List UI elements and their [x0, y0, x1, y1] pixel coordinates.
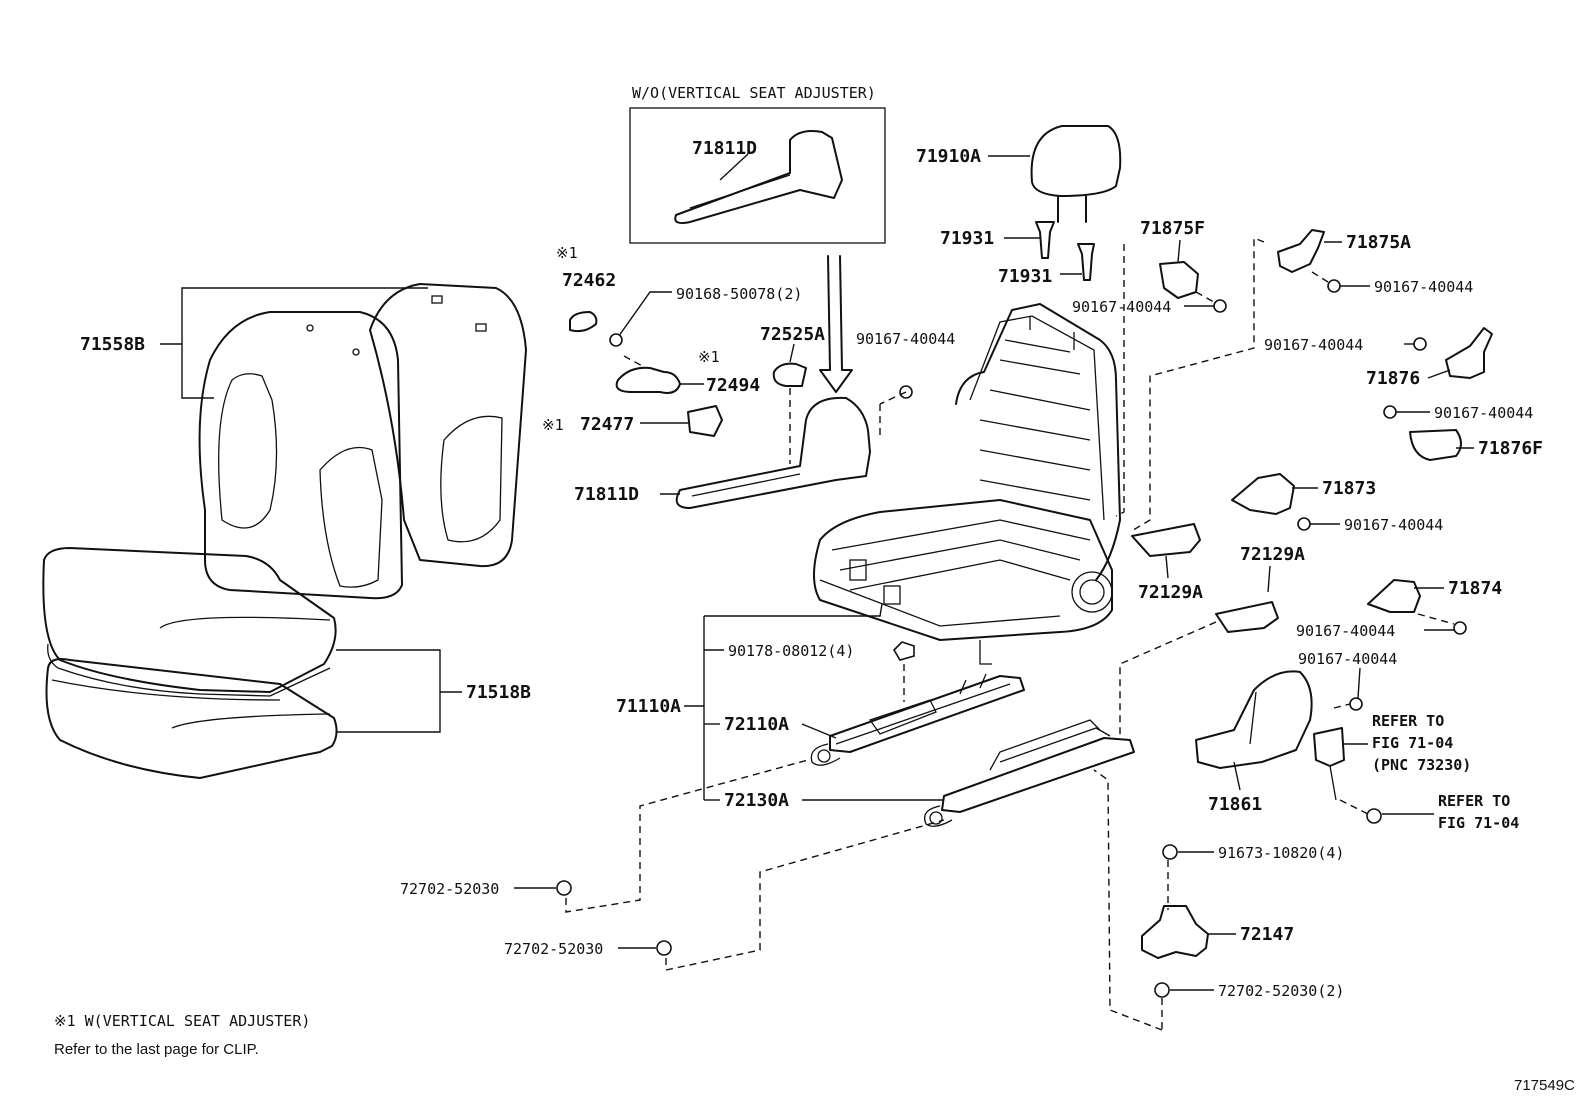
- label-71931-b: 71931: [998, 266, 1052, 287]
- label-90167-40044-c: 90167-40044: [1374, 278, 1473, 296]
- refer1-line1: REFER TO: [1372, 712, 1444, 730]
- cover-72129A-a-part: [1131, 523, 1201, 557]
- bolt-72702-a: [556, 880, 572, 896]
- bracket-72147-part: [1141, 905, 1209, 959]
- mark-72477: ※1: [542, 416, 564, 434]
- bolt-90167-d: [1413, 337, 1427, 351]
- bolt-72702-c: [1154, 982, 1170, 998]
- cover-71874-part: [1367, 579, 1421, 613]
- label-90168-50078: 90168-50078(2): [676, 285, 802, 303]
- label-71861: 71861: [1208, 794, 1262, 815]
- label-71110A: 71110A: [616, 696, 681, 717]
- label-71518B: 71518B: [466, 682, 531, 703]
- cover-71876F-part: [1409, 429, 1462, 461]
- support-71931-b-part: [1077, 243, 1095, 281]
- buckle-part: [1313, 727, 1345, 767]
- cover-71861-part: [1195, 670, 1313, 769]
- label-71875F: 71875F: [1140, 218, 1205, 239]
- label-71931-a: 71931: [940, 228, 994, 249]
- seatback-cover-part: [198, 283, 527, 600]
- seat-frame-part: [813, 303, 1121, 665]
- label-72702-52030-c: 72702-52030(2): [1218, 982, 1344, 1000]
- label-72702-52030-a: 72702-52030: [400, 880, 499, 898]
- label-71876: 71876: [1366, 368, 1420, 389]
- label-71558B: 71558B: [80, 334, 145, 355]
- footnote-line1: ※1 W(VERTICAL SEAT ADJUSTER): [54, 1012, 310, 1030]
- support-71931-a-part: [1035, 221, 1055, 259]
- figure-code: 717549C: [1514, 1077, 1575, 1094]
- label-90167-40044-e: 90167-40044: [1434, 404, 1533, 422]
- rail-72130A-part: [923, 719, 1135, 827]
- bolt-90168: [609, 333, 623, 347]
- rail-72110A-part: [810, 673, 1025, 766]
- mark-72494: ※1: [698, 348, 720, 366]
- cover-71875A-part: [1277, 229, 1325, 273]
- headrest-part: [1030, 125, 1122, 197]
- bracket-72525A-part: [772, 362, 807, 387]
- label-71876F: 71876F: [1478, 438, 1543, 459]
- label-90167-40044-h: 90167-40044: [1298, 650, 1397, 668]
- label-72130A: 72130A: [724, 790, 789, 811]
- bolt-91673: [1162, 844, 1178, 860]
- label-71875A: 71875A: [1346, 232, 1411, 253]
- mark-72462: ※1: [556, 244, 578, 262]
- footnote-line2: Refer to the last page for CLIP.: [54, 1041, 259, 1058]
- inset-arrow: [819, 255, 853, 393]
- label-90167-40044-b: 90167-40044: [1072, 298, 1171, 316]
- label-71874: 71874: [1448, 578, 1502, 599]
- nut-90178: [892, 641, 915, 661]
- label-91673-10820: 91673-10820(4): [1218, 844, 1344, 862]
- label-71811D: 71811D: [574, 484, 639, 505]
- side-shield-71811D-part: [675, 396, 871, 509]
- label-90178-08012: 90178-08012(4): [728, 642, 854, 660]
- label-90167-40044-a: 90167-40044: [856, 330, 955, 348]
- label-71910A: 71910A: [916, 146, 981, 167]
- refer2-line2: FIG 71-04: [1438, 814, 1519, 832]
- knob-cap-part: [569, 311, 598, 333]
- refer2-line1: REFER TO: [1438, 792, 1510, 810]
- inset-part-label: 71811D: [692, 138, 757, 159]
- cover-71876-part: [1445, 327, 1493, 379]
- bolt-72702-b: [656, 940, 672, 956]
- label-72702-52030-b: 72702-52030: [504, 940, 603, 958]
- cover-71875F-part: [1159, 261, 1199, 299]
- bolt-90167-f: [1297, 517, 1311, 531]
- label-90167-40044-g: 90167-40044: [1296, 622, 1395, 640]
- label-72147: 72147: [1240, 924, 1294, 945]
- bolt-90167-e: [1383, 405, 1397, 419]
- cushion-cover-part: [42, 547, 338, 779]
- label-72525A: 72525A: [760, 324, 825, 345]
- side-shield-inset-part: [674, 130, 843, 225]
- clip-72477-part: [687, 405, 723, 437]
- cover-72129A-b-part: [1215, 601, 1279, 633]
- refer1-line2: FIG 71-04: [1372, 734, 1453, 752]
- bolt-90167-b: [1213, 299, 1227, 313]
- lever-72494-part: [615, 366, 681, 394]
- label-71873: 71873: [1322, 478, 1376, 499]
- label-72129A-a: 72129A: [1138, 582, 1203, 603]
- label-72110A: 72110A: [724, 714, 789, 735]
- label-90167-40044-f: 90167-40044: [1344, 516, 1443, 534]
- label-72494: 72494: [706, 375, 760, 396]
- label-72477: 72477: [580, 414, 634, 435]
- inset-caption: W/O(VERTICAL SEAT ADJUSTER): [632, 84, 876, 102]
- label-72462: 72462: [562, 270, 616, 291]
- bolt-90167-h: [1349, 697, 1363, 711]
- bolt-90167-c: [1327, 279, 1341, 293]
- label-90167-40044-d: 90167-40044: [1264, 336, 1363, 354]
- refer1-line3: (PNC 73230): [1372, 756, 1471, 774]
- cover-71873-part: [1231, 473, 1295, 515]
- inset-box: W/O(VERTICAL SEAT ADJUSTER) 71811D: [629, 84, 886, 244]
- label-72129A-b: 72129A: [1240, 544, 1305, 565]
- bolt-90167-g: [1453, 621, 1467, 635]
- bolt-refer2: [1366, 808, 1382, 824]
